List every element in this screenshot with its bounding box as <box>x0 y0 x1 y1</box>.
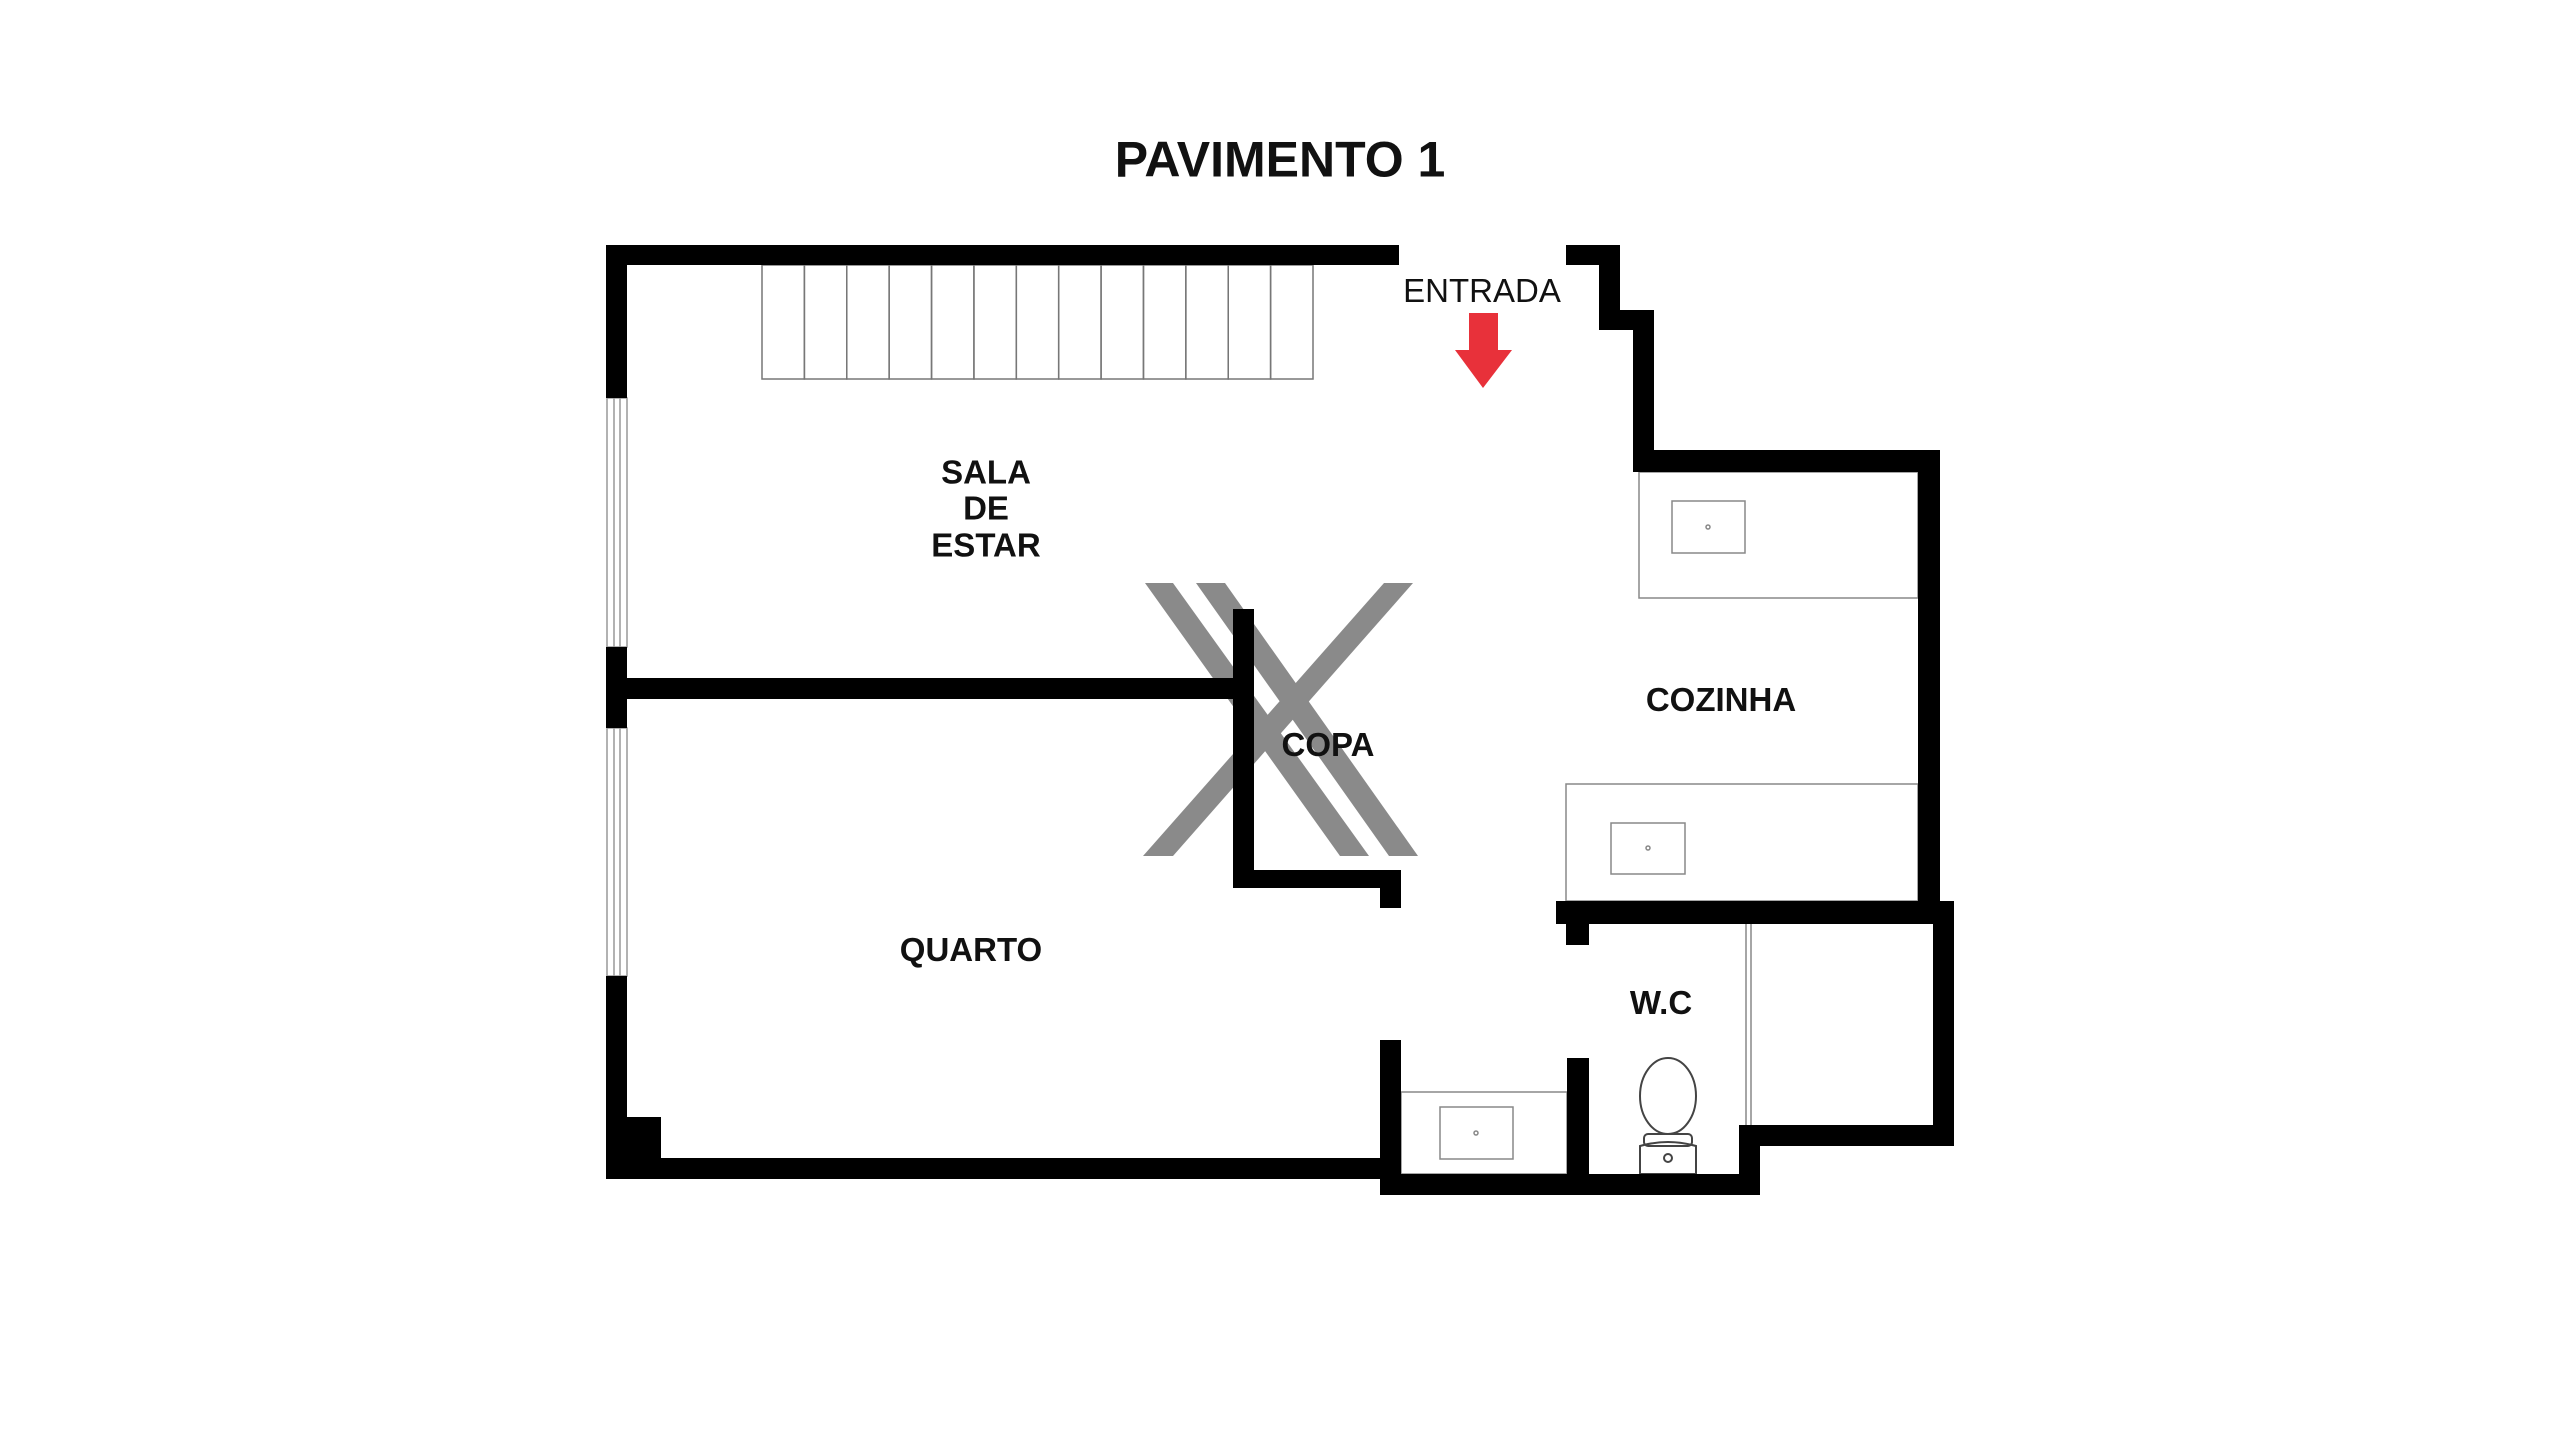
kitchen-counter-bottom <box>1565 783 1919 902</box>
stove-icon <box>1610 822 1686 875</box>
bathroom-counter <box>1400 1091 1568 1175</box>
staircase <box>761 264 1314 380</box>
stair-tread <box>1057 264 1102 380</box>
room-label-line: SALA <box>941 453 1031 491</box>
stair-tread <box>846 264 890 380</box>
fixtures <box>1400 471 1919 1175</box>
kitchen-sink-icon <box>1671 500 1746 554</box>
stair-tread <box>930 264 975 380</box>
room-label-entrada: ENTRADA <box>1403 271 1561 309</box>
windows <box>606 397 628 977</box>
entrance-arrow-icon <box>1455 313 1512 388</box>
stair-tread <box>973 264 1018 380</box>
stair-tread <box>1100 264 1145 380</box>
bathroom-sink-icon <box>1439 1106 1514 1160</box>
stair-tread <box>1142 264 1187 380</box>
stair-tread <box>1015 264 1060 380</box>
stair-tread <box>1227 264 1272 380</box>
stair-tread <box>888 264 933 380</box>
room-label-wc: W.C <box>1629 983 1693 1021</box>
page-title: PAVIMENTO 1 <box>1114 131 1446 188</box>
room-label-line: ESTAR <box>931 526 1041 564</box>
kitchen-counter-top <box>1638 471 1919 599</box>
room-label-cozinha: COZINHA <box>1645 680 1797 718</box>
stair-tread <box>803 264 848 380</box>
stair-tread <box>1185 264 1229 380</box>
room-label-quarto: QUARTO <box>899 930 1043 968</box>
window-sala <box>606 397 628 648</box>
room-label-sala-de-estar: SALA DE ESTAR <box>931 453 1041 564</box>
stair-tread <box>1269 264 1314 380</box>
void-x-mark <box>1143 583 1418 856</box>
toilet-icon <box>1639 1057 1697 1175</box>
room-label-line: DE <box>963 489 1009 527</box>
room-label-copa: COPA <box>1281 725 1375 763</box>
walls <box>606 245 1954 1195</box>
window-quarto <box>606 727 628 977</box>
stair-tread <box>761 264 806 380</box>
